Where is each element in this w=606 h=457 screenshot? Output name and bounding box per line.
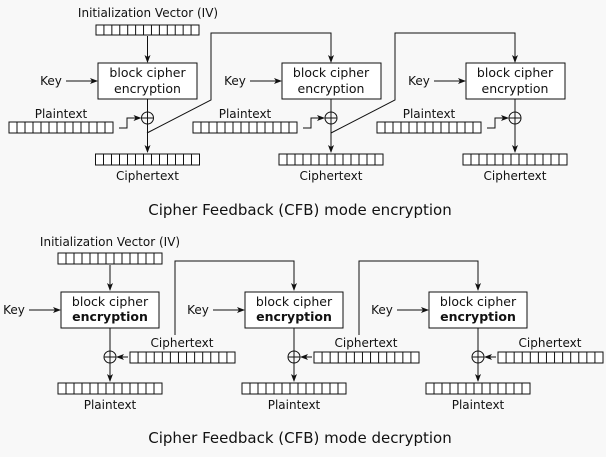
decryption-section: Initialization Vector (IV) block ciphere… xyxy=(3,235,604,447)
ciphertext-label: Ciphertext xyxy=(300,169,363,183)
key-label: Key xyxy=(408,74,430,88)
xor-operator xyxy=(141,111,154,125)
plaintext-register xyxy=(57,382,163,395)
ciphertext-register xyxy=(278,153,384,166)
ciphertext-register xyxy=(129,351,236,364)
dec-feedback-line-2 xyxy=(358,260,481,335)
ciphertext-register xyxy=(313,351,420,364)
block-cipher-box xyxy=(281,62,382,100)
enc-iv-reg-outline xyxy=(95,24,200,36)
ciphertext-register-outline xyxy=(497,351,604,364)
plaintext-arrow xyxy=(487,115,509,129)
block-cipher-label-line2: encryption xyxy=(298,81,365,96)
block-cipher-label-line1: block cipher xyxy=(293,65,370,80)
plaintext-register-outline xyxy=(425,382,531,395)
plaintext-label: Plaintext xyxy=(35,107,88,121)
key-label: Key xyxy=(40,74,62,88)
xor-operator xyxy=(324,111,338,125)
dec-iv-register xyxy=(57,252,163,265)
plaintext-register xyxy=(8,121,114,134)
enc-iv-reg xyxy=(95,24,200,36)
xor-operator xyxy=(103,350,117,364)
ciphertext-register-outline xyxy=(95,153,200,166)
ciphertext-label: Ciphertext xyxy=(519,336,582,350)
block-cipher-label-line2: encryption xyxy=(72,309,148,324)
ciphertext-register xyxy=(497,351,604,364)
block-cipher-label-line2: encryption xyxy=(440,309,516,324)
encryption-section: Initialization Vector (IV) block ciphere… xyxy=(8,6,568,219)
plaintext-register xyxy=(241,382,347,395)
block-cipher-label-line1: block cipher xyxy=(440,294,517,309)
dec-feedback-line-1 xyxy=(174,260,297,335)
ciphertext-label: Ciphertext xyxy=(116,169,179,183)
ciphertext-label: Ciphertext xyxy=(151,336,214,350)
key-label: Key xyxy=(187,303,209,317)
plaintext-register-outline xyxy=(376,121,482,134)
plaintext-arrow xyxy=(303,115,325,129)
enc-iv-register xyxy=(95,24,200,36)
block-cipher-box xyxy=(97,62,198,100)
block-cipher-label-line2: encryption xyxy=(114,81,181,96)
block-cipher-label-line2: encryption xyxy=(256,309,332,324)
plaintext-label: Plaintext xyxy=(452,398,505,412)
dec-iv-reg xyxy=(57,252,163,265)
enc-iv-label: Initialization Vector (IV) xyxy=(78,6,218,20)
plaintext-register xyxy=(376,121,482,134)
plaintext-label: Plaintext xyxy=(219,107,272,121)
block-cipher-label-line2: encryption xyxy=(482,81,549,96)
ciphertext-register xyxy=(95,153,200,166)
ciphertext-label: Ciphertext xyxy=(484,169,547,183)
plaintext-label: Plaintext xyxy=(403,107,456,121)
dec-title: Cipher Feedback (CFB) mode decryption xyxy=(148,429,452,447)
plaintext-label: Plaintext xyxy=(268,398,321,412)
plaintext-label: Plaintext xyxy=(84,398,137,412)
block-cipher-label-line1: block cipher xyxy=(256,294,333,309)
plaintext-register xyxy=(425,382,531,395)
key-label: Key xyxy=(371,303,393,317)
plaintext-register-outline xyxy=(241,382,347,395)
ciphertext-register-outline xyxy=(278,153,384,166)
block-cipher-label-line1: block cipher xyxy=(477,65,554,80)
block-cipher-label-line1: block cipher xyxy=(72,294,149,309)
enc-feedback-line-1 xyxy=(146,32,334,134)
block-cipher-label-line1: block cipher xyxy=(109,65,186,80)
ciphertext-label: Ciphertext xyxy=(335,336,398,350)
plaintext-register-outline xyxy=(8,121,114,134)
dec-iv-reg-outline xyxy=(57,252,163,265)
block-cipher-box xyxy=(428,291,528,329)
plaintext-register xyxy=(192,121,298,134)
xor-operator xyxy=(287,350,301,364)
ciphertext-register-outline xyxy=(313,351,420,364)
key-label: Key xyxy=(3,303,25,317)
block-cipher-box xyxy=(244,291,344,329)
ciphertext-register xyxy=(462,153,568,166)
enc-feedback-line-2 xyxy=(330,32,518,134)
key-label: Key xyxy=(224,74,246,88)
enc-title: Cipher Feedback (CFB) mode encryption xyxy=(148,201,452,219)
plaintext-arrow xyxy=(119,115,142,129)
dec-iv-label: Initialization Vector (IV) xyxy=(40,235,180,249)
ciphertext-register-outline xyxy=(129,351,236,364)
plaintext-register-outline xyxy=(57,382,163,395)
plaintext-register-outline xyxy=(192,121,298,134)
xor-operator xyxy=(471,350,485,364)
xor-operator xyxy=(508,111,522,125)
ciphertext-register-outline xyxy=(462,153,568,166)
